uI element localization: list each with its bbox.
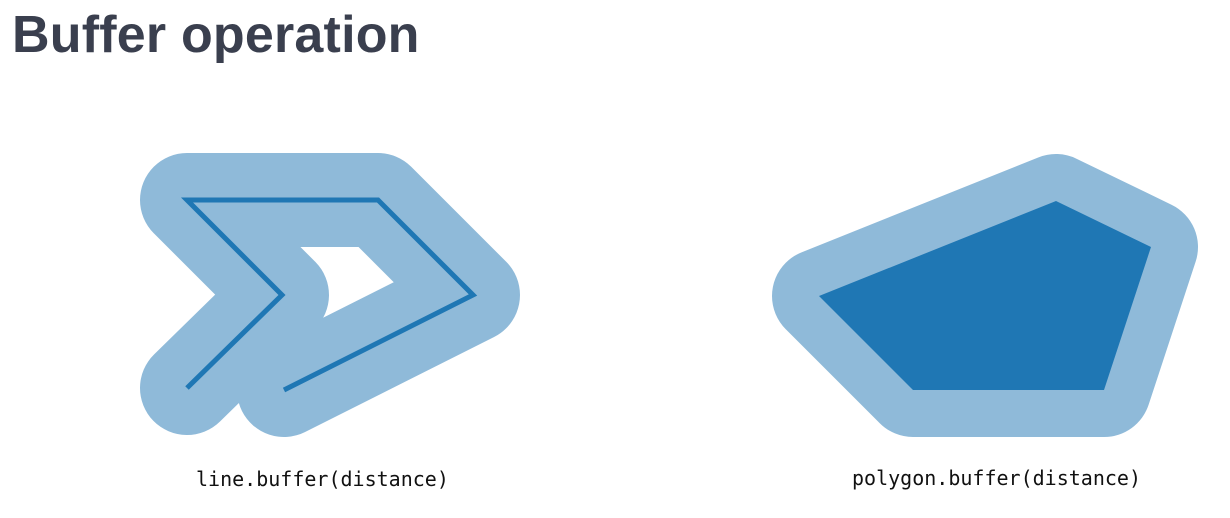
polygon-buffer-panel — [772, 154, 1198, 437]
polygon-buffer-caption: polygon.buffer(distance) — [852, 466, 1141, 490]
line-buffer-zone — [140, 153, 520, 437]
line-buffer-caption: line.buffer(distance) — [196, 467, 449, 491]
page-title: Buffer operation — [12, 6, 420, 64]
line-buffer-panel — [140, 153, 520, 437]
polygon-geometry — [819, 201, 1151, 390]
line-geometry — [180, 197, 478, 393]
